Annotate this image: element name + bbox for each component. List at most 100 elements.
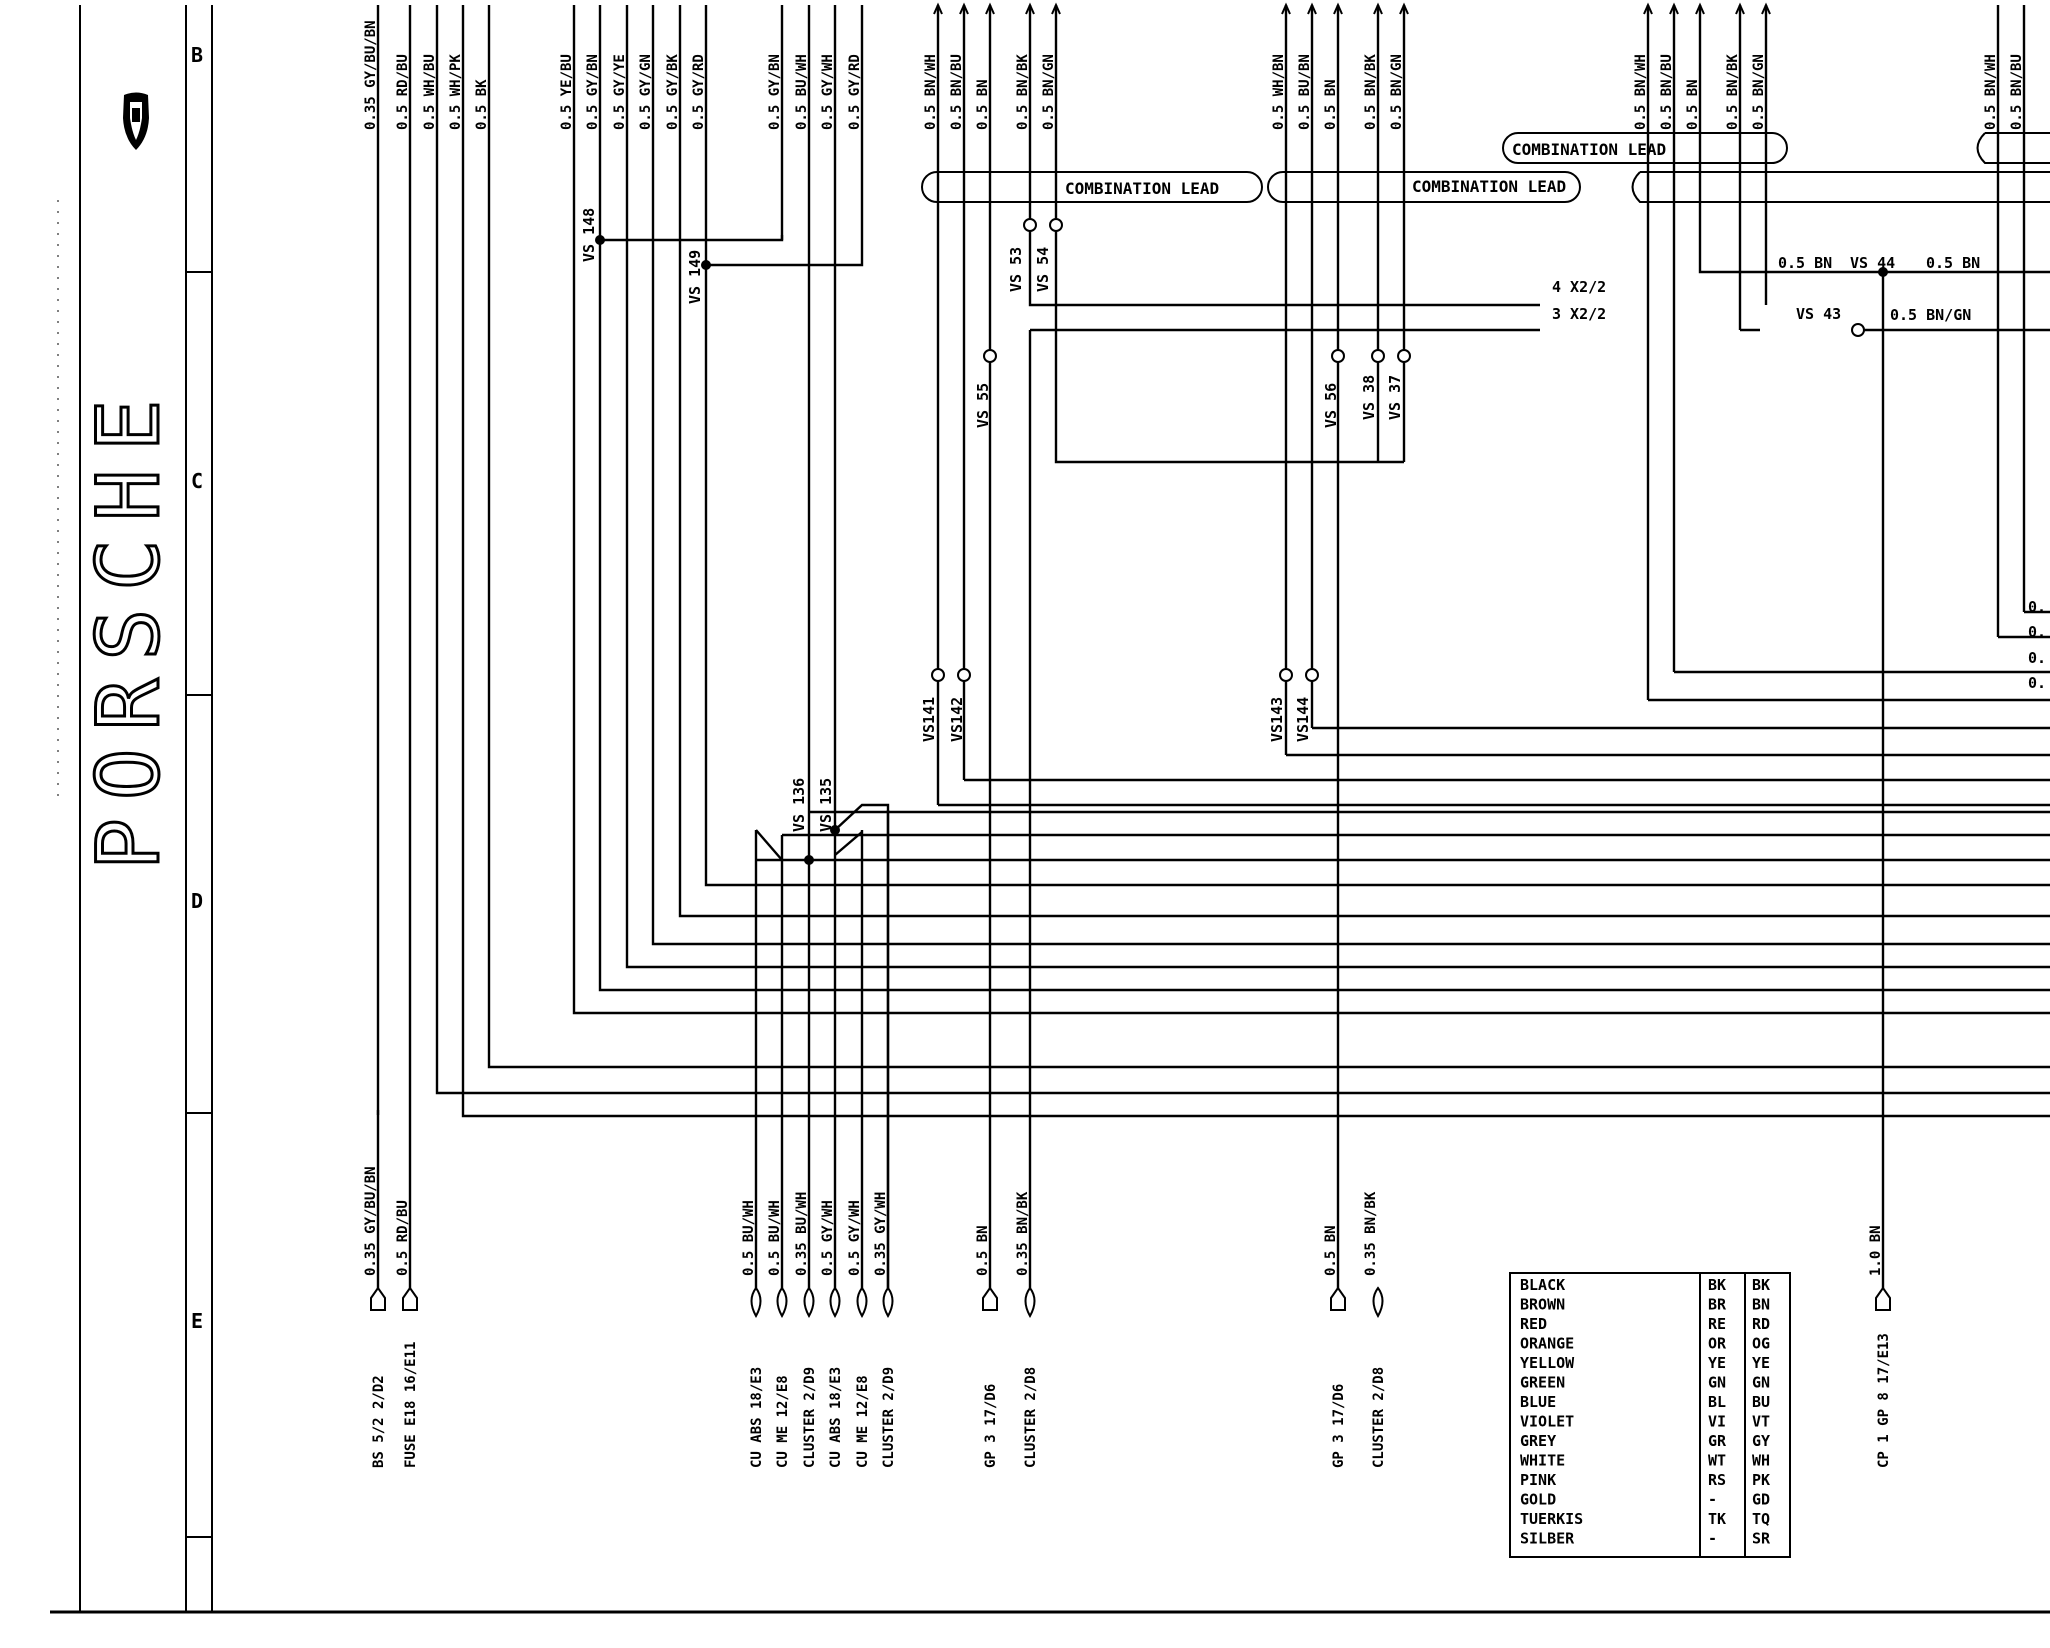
- legend-code-en: BU: [1752, 1393, 1770, 1411]
- combination-lead-label: COMBINATION LEAD: [1512, 140, 1666, 159]
- wires: [370, 2, 2050, 1319]
- connector-pin-icon: [829, 1286, 841, 1319]
- connector-label: CLUSTER 2/D8: [1023, 1367, 1039, 1468]
- legend-code-de: YE: [1708, 1354, 1726, 1372]
- connector-label: CP 1 GP 8 17/E13: [1876, 1333, 1892, 1468]
- legend-color-name: BROWN: [1520, 1296, 1565, 1314]
- wire-label: 0.5 YE/BU: [559, 54, 575, 130]
- wire-label: 0.5 BN/BU: [2009, 54, 2025, 130]
- wire-label: 0.35 BN/BK: [1015, 1191, 1031, 1276]
- title-block: [50, 5, 2050, 1614]
- legend-color-name: GREY: [1520, 1432, 1556, 1450]
- wire-label: 0.5 BN/GN: [1041, 54, 1057, 130]
- wire-label: 0.5 BN/WH: [923, 54, 939, 130]
- wire-label: 0.5 BN/BK: [1725, 54, 1741, 130]
- edge-label: 0.: [2028, 598, 2046, 616]
- arrow-up-icon: [1643, 2, 1653, 15]
- legend-color-name: ORANGE: [1520, 1335, 1574, 1353]
- arrow-up-icon: [1307, 2, 1317, 15]
- wire-label: 0.5 BN/WH: [1633, 54, 1649, 130]
- wire: [625, 140, 2050, 969]
- legend-code-de: -: [1708, 1530, 1717, 1548]
- wire-label: 0.5 BU/WH: [794, 54, 810, 130]
- arrow-up-icon: [1669, 2, 1679, 15]
- wire-label: 0.5 BN/BK: [1363, 54, 1379, 130]
- legend-code-de: BK: [1708, 1276, 1726, 1294]
- legend-color-name: TUERKIS: [1520, 1510, 1583, 1528]
- wire-label: 0.35 GY/BU/BN: [363, 1166, 379, 1276]
- legend-color-name: GOLD: [1520, 1491, 1556, 1509]
- splice-label: VS 148: [580, 208, 598, 262]
- splice-ring: [1049, 218, 1063, 232]
- wire: [1698, 150, 2050, 274]
- splice-labels: VS 148 VS 149 VS 53 VS 54 VS 55 VS 56 VS…: [580, 208, 2046, 832]
- legend-code-en: GD: [1752, 1491, 1770, 1509]
- wire-label: 0.5 WH/BU: [422, 54, 438, 130]
- legend-code-de: BL: [1708, 1393, 1726, 1411]
- connector-pin-icon: [402, 1286, 418, 1311]
- wire: [706, 5, 864, 267]
- wire: [678, 140, 2050, 918]
- wire: [755, 829, 783, 861]
- wire-label: 0.5 GY/RD: [847, 54, 863, 130]
- connector-pin-icon: [803, 1286, 815, 1319]
- legend-color-name: YELLOW: [1520, 1354, 1575, 1372]
- arrow-up-icon: [1373, 2, 1383, 15]
- connector-pin-icon: [856, 1286, 868, 1319]
- wire-label: 0.5 GY/YE: [612, 54, 628, 130]
- wire-label: 0.35 BN/BK: [1363, 1191, 1379, 1276]
- arrow-up-icon: [1051, 2, 1061, 15]
- legend-code-en: VT: [1752, 1413, 1770, 1431]
- connector-pin-icon: [1372, 1286, 1384, 1319]
- wire-label: 0.5 BN/GN: [1389, 54, 1405, 130]
- connector-label: CLUSTER 2/D8: [1371, 1367, 1387, 1468]
- wire-label: 0.5 GY/GN: [638, 54, 654, 130]
- splice-label: VS 55: [974, 383, 992, 428]
- splice-ring: [1851, 323, 1865, 337]
- arrow-up-icon: [1025, 2, 1035, 15]
- connector-pin-icon: [982, 1286, 998, 1311]
- porsche-crest-icon: [123, 92, 149, 150]
- wire-label: 0.5 GY/BN: [585, 54, 601, 130]
- wire-label: 0.5 BU/BN: [1297, 54, 1313, 130]
- connector-pin-icon: [750, 1286, 762, 1319]
- grid-row-label: C: [191, 469, 203, 493]
- wire-label: 0.5 RD/BU: [395, 54, 411, 130]
- connector-label: BS 5/2 2/D2: [371, 1375, 387, 1468]
- legend-code-en: OG: [1752, 1335, 1770, 1353]
- splice-label: VS 44: [1850, 254, 1895, 272]
- edge-label: 0.: [2028, 649, 2046, 667]
- wire-label: 0.5 BN: [975, 1225, 991, 1276]
- legend-code-de: GR: [1708, 1432, 1727, 1450]
- combination-leads: COMBINATION LEAD COMBINATION LEAD COMBIN…: [921, 132, 2050, 203]
- wire-label: 0.5 BN: [1685, 79, 1701, 130]
- wire-label: 0.5 WH/BN: [1271, 54, 1287, 130]
- splice-label: VS 149: [686, 250, 704, 304]
- wire-label: 0.5 BN: [1323, 79, 1339, 130]
- wire-label: 0.5 BU/WH: [741, 1200, 757, 1276]
- splice-dot: [701, 260, 711, 270]
- legend-color-name: GREEN: [1520, 1374, 1565, 1392]
- connector-label: CLUSTER 2/D9: [802, 1367, 818, 1468]
- wire: [834, 803, 890, 1288]
- grid-row-label: B: [191, 43, 203, 67]
- wire-label: 0.5 BN/BK: [1015, 54, 1031, 130]
- wire: [435, 5, 2050, 1095]
- legend-code-de: BR: [1708, 1296, 1727, 1314]
- connector-pin-icon: [1024, 1286, 1036, 1319]
- legend-code-en: YE: [1752, 1354, 1770, 1372]
- wire-label: 0.5 BK: [474, 79, 490, 130]
- connector-label: CU ABS 18/E3: [828, 1367, 844, 1468]
- wire: [704, 140, 2050, 887]
- legend-code-en: GY: [1752, 1432, 1770, 1450]
- wire-label: 1.0 BN: [1868, 1225, 1884, 1276]
- legend-code-en: BK: [1752, 1276, 1770, 1294]
- wire: [598, 140, 2050, 992]
- splice-label: VS 54: [1034, 247, 1052, 292]
- arrow-up-icon: [1695, 2, 1705, 15]
- arrow-up-icon: [959, 2, 969, 15]
